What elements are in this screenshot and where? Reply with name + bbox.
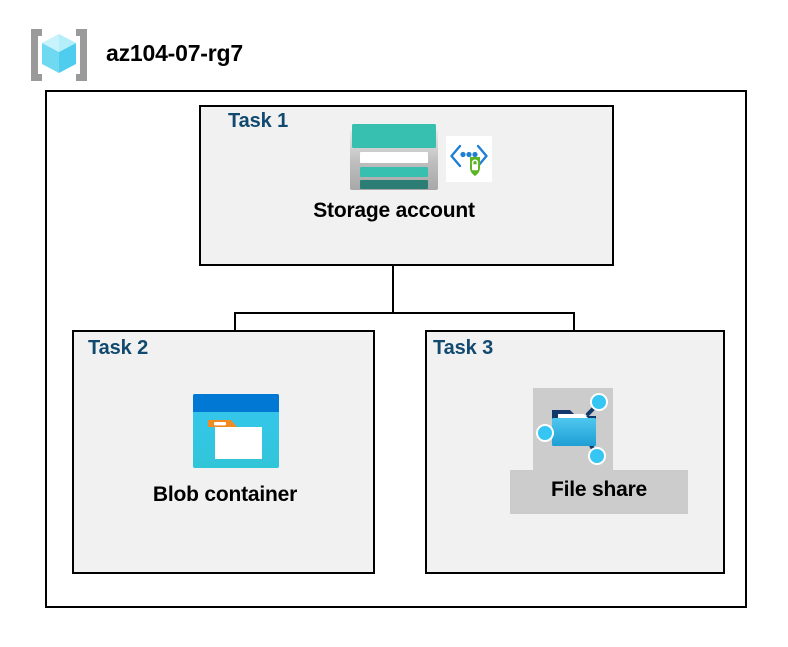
task-2-label: Task 2 bbox=[88, 337, 149, 359]
task-1-label: Task 1 bbox=[228, 110, 289, 132]
task-3-label: Task 3 bbox=[433, 337, 494, 359]
file-share-caption-highlight bbox=[510, 470, 688, 514]
file-share-caption: File share bbox=[550, 478, 648, 501]
resource-group-title: az104-07-rg7 bbox=[106, 40, 243, 66]
storage-account-caption: Storage account bbox=[313, 199, 475, 222]
connector-storage-down bbox=[392, 266, 394, 314]
connector-horizontal bbox=[234, 312, 575, 314]
private-endpoint-icon bbox=[446, 136, 492, 182]
storage-account-icon bbox=[350, 124, 438, 190]
blob-container-caption: Blob container bbox=[152, 483, 298, 506]
blob-container-icon bbox=[193, 394, 279, 468]
resource-group-header: az104-07-rg7 bbox=[28, 26, 328, 86]
file-share-icon bbox=[536, 392, 612, 468]
resource-group-icon bbox=[28, 26, 90, 84]
